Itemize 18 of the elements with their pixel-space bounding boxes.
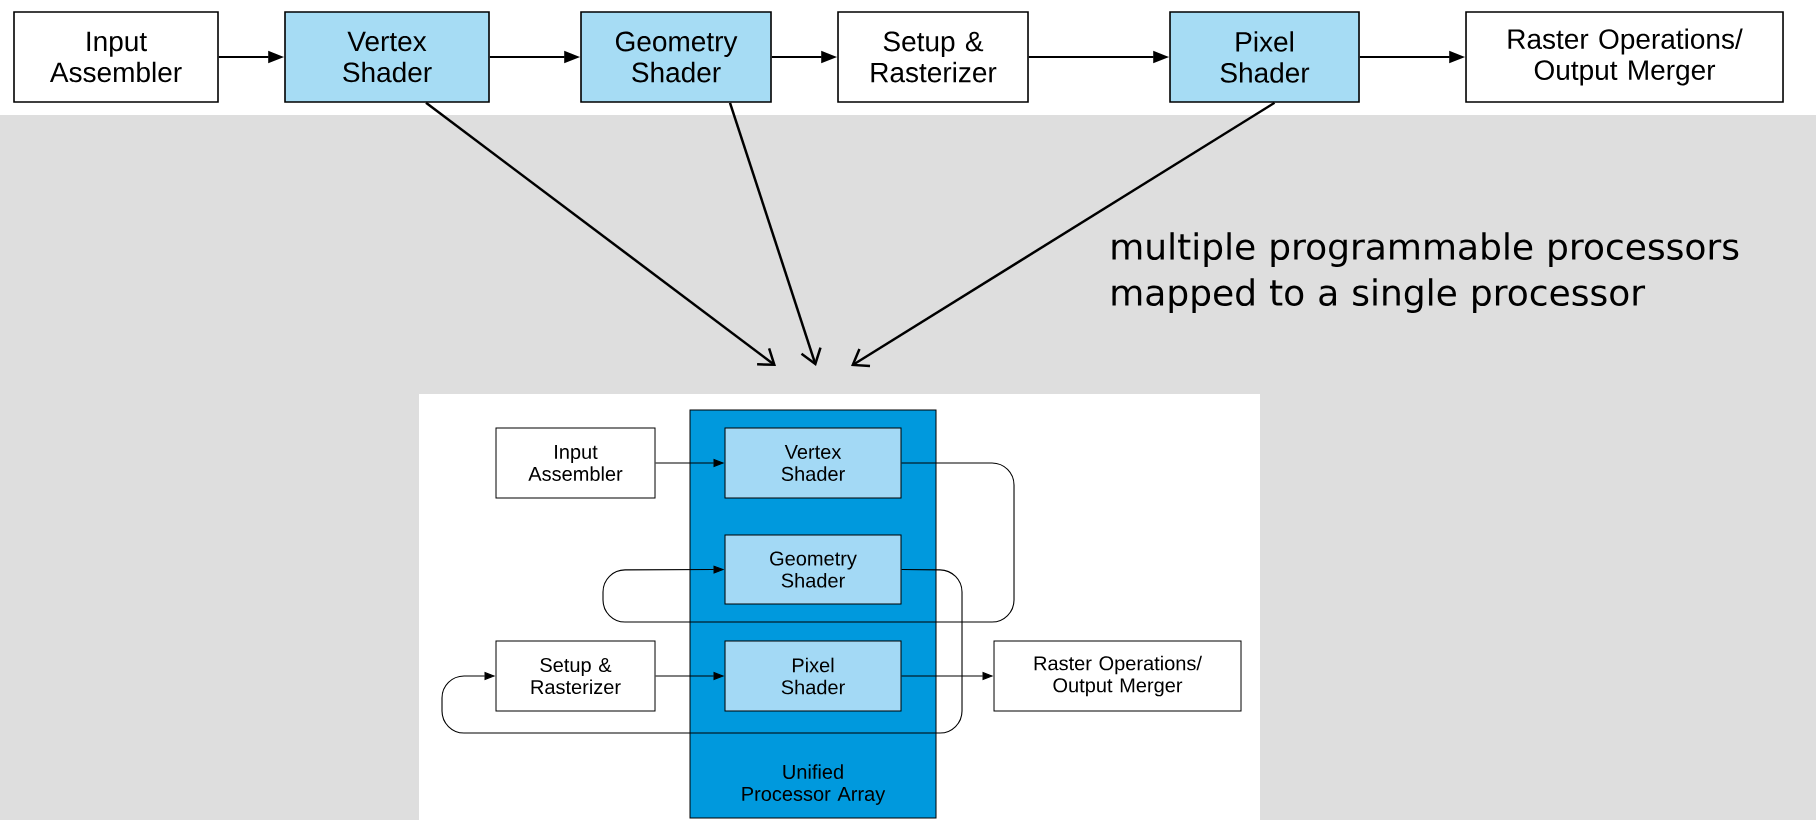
stage-box: Raster Operations/ Output Merger: [993, 640, 1242, 712]
shader-box: Geometry Shader: [580, 11, 772, 103]
note-text: multiple programmable processors mapped to a single processor: [1112, 232, 1739, 314]
stage-box: Raster Operations/ Output Merger: [1465, 11, 1784, 103]
stage-box: Input Assembler: [13, 11, 219, 103]
shader-box: Pixel Shader: [724, 640, 902, 712]
arrow: [602, 462, 1015, 623]
arrow: [441, 568, 963, 734]
shader-box: Vertex Shader: [724, 427, 902, 499]
arrow: [425, 101, 776, 366]
shader-box: Geometry Shader: [724, 534, 902, 605]
shader-box: Pixel Shader: [1169, 11, 1360, 103]
shader-box: Vertex Shader: [284, 11, 490, 103]
stage-box: Setup & Rasterizer: [495, 640, 656, 712]
stage-box: Input Assembler: [495, 427, 656, 499]
arrow: [851, 101, 1276, 368]
arrow: [728, 102, 822, 366]
stage-box: Setup & Rasterizer: [837, 11, 1029, 103]
